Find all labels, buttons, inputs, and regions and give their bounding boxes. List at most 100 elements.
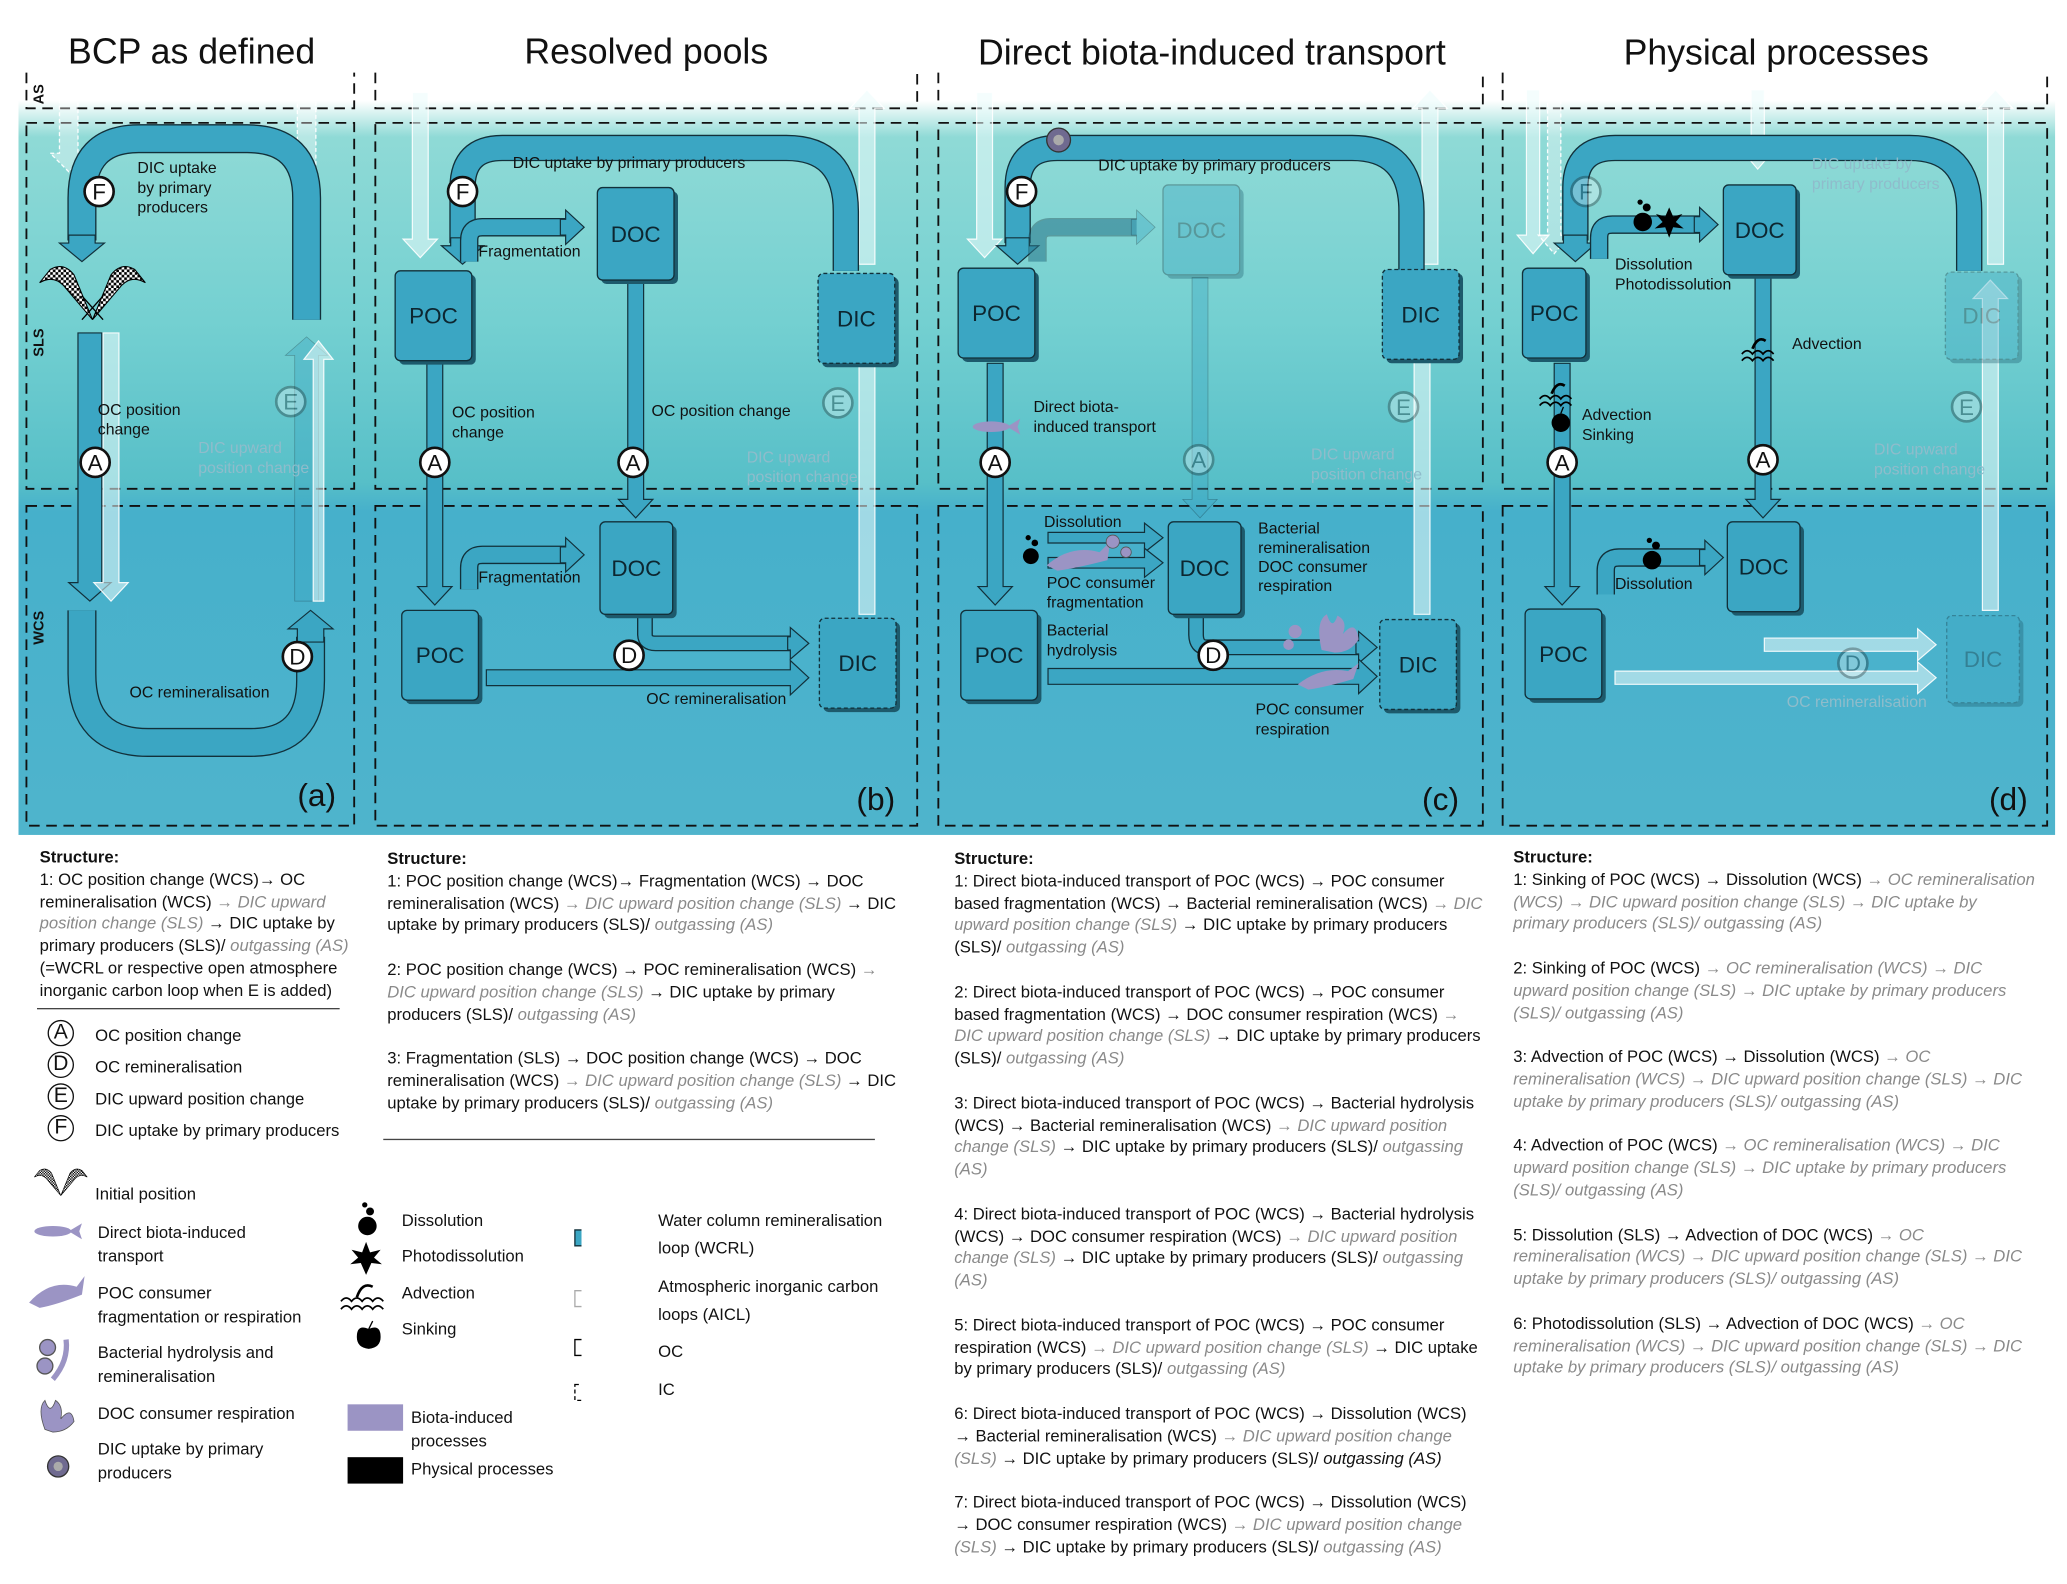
bacteria-icon bbox=[36, 1338, 70, 1381]
fish-icon bbox=[34, 1223, 82, 1240]
advection-icon bbox=[1741, 338, 1775, 363]
label-advection: Advection bbox=[1792, 336, 1862, 353]
dic-pool-box: DIC bbox=[818, 617, 901, 713]
ic-arrow-icon bbox=[574, 1383, 582, 1402]
wcrl-arrow bbox=[286, 609, 335, 643]
legend-label: OC position change bbox=[95, 1026, 242, 1045]
marker-letter: A bbox=[1756, 448, 1771, 473]
structure-segment: → DIC upward position change (SLS) bbox=[387, 960, 878, 1002]
legend-label: Initial position bbox=[95, 1185, 197, 1204]
structure-segment: outgassing (AS) bbox=[954, 1137, 1464, 1179]
structure-item: 3: Advection of POC (WCS) → Dissolution … bbox=[1513, 1047, 2035, 1114]
dic-pool-box: DIC bbox=[817, 272, 899, 368]
poc-pool-box: POC bbox=[1524, 608, 1606, 703]
structure-segment: outgassing (AS) bbox=[1323, 1537, 1442, 1556]
wcrl-arrow bbox=[461, 546, 566, 590]
step-marker-f: F bbox=[83, 175, 115, 208]
legend-label: DOC consumer respiration bbox=[97, 1404, 295, 1423]
structure-segment: → DIC uptake by primary producers (SLS)/ bbox=[39, 914, 335, 956]
surface-layer-frame bbox=[1501, 121, 2049, 490]
label-oc-position-change: OC position change bbox=[652, 403, 791, 420]
pool-label: DIC bbox=[1399, 652, 1438, 677]
structure-segment: → DIC uptake by primary producers (SLS)/ bbox=[387, 982, 835, 1024]
structure-item: 5: Dissolution (SLS) → Advection of DOC … bbox=[1513, 1224, 2035, 1291]
structure-segment: 4: Advection of POC (WCS) bbox=[1513, 1136, 1718, 1156]
structure-segment: → OC remineralisation (WCS) → DIC upward… bbox=[1513, 1314, 2022, 1378]
marker-circle bbox=[1546, 446, 1578, 479]
structure-heading: Structure: bbox=[954, 849, 1034, 868]
step-marker-a: A bbox=[617, 446, 649, 479]
structure-segment: → DIC uptake by primary producers (SLS)/ bbox=[996, 1448, 1324, 1468]
structure-segment: outgassing (AS) bbox=[654, 916, 773, 935]
structure-d: Structure:1: Sinking of POC (WCS) → Diss… bbox=[1513, 847, 2035, 1402]
label-oc-remineralisation: OC remineralisation bbox=[130, 685, 270, 702]
bacteria-icon bbox=[1105, 534, 1302, 650]
pool-label: DOC bbox=[611, 222, 661, 247]
structure-segment: → OC remineralisation (WCS) → DIC upward… bbox=[1513, 959, 2007, 1022]
wcrl-arrow bbox=[638, 615, 793, 650]
structure-segment: 4: Direct biota-induced transport of POC… bbox=[954, 1204, 1475, 1246]
marker-circle bbox=[1387, 391, 1420, 423]
step-marker-d: D bbox=[1837, 647, 1869, 680]
marker-letter: F bbox=[1579, 179, 1593, 204]
label-oc-remineralisation: OC remineralisation bbox=[646, 691, 786, 708]
structure-segment: → DIC uptake by primary producers (SLS)/ bbox=[1055, 1137, 1383, 1157]
structure-segment: 3: Advection of POC (WCS) → Dissolution … bbox=[1513, 1047, 1880, 1067]
panel-d-title: Physical processes bbox=[1624, 33, 1929, 73]
structure-item: 3: Direct biota-induced transport of POC… bbox=[954, 1092, 1483, 1181]
dissolution-icon bbox=[358, 1202, 377, 1236]
advection-icon bbox=[340, 1284, 384, 1311]
physical-swatch bbox=[347, 1457, 404, 1484]
pool-label: DOC bbox=[1180, 556, 1230, 581]
step-marker-a: A bbox=[79, 446, 112, 479]
primary-producer-icon bbox=[1046, 127, 1072, 153]
label-fragmentation: Fragmentation bbox=[478, 243, 580, 260]
marker-circle bbox=[1005, 175, 1038, 208]
poc-consumer-icon bbox=[29, 1276, 85, 1308]
box-shadow bbox=[1949, 276, 2023, 364]
step-marker-a: A bbox=[979, 446, 1012, 479]
structure-segment: → OC remineralisation (WCS) → DIC upward… bbox=[1513, 870, 2035, 934]
step-marker-f: F bbox=[446, 175, 479, 208]
structure-segment: → DIC upward position change (SLS) bbox=[954, 1515, 1463, 1556]
aicl-arrow bbox=[92, 332, 130, 602]
aicl-arrow-icon bbox=[574, 1290, 582, 1308]
structure-item: 2: Sinking of POC (WCS) → OC remineralis… bbox=[1513, 958, 2035, 1025]
ic-arrow bbox=[1536, 89, 1572, 255]
legend-circle-f: F bbox=[47, 1115, 75, 1142]
marker-circle bbox=[1747, 443, 1779, 476]
marker-letter: D bbox=[1205, 643, 1221, 668]
box-body bbox=[1944, 271, 2019, 360]
legend-circle-d: D bbox=[47, 1051, 75, 1079]
wcrl-arrow bbox=[485, 659, 810, 697]
marker-letter: A bbox=[1555, 450, 1570, 475]
label-dissolution: Dissolution bbox=[1615, 576, 1693, 593]
wcrl-arrow bbox=[57, 234, 107, 263]
pool-label: POC bbox=[1530, 301, 1579, 326]
doc-pool-box: DOC bbox=[1726, 521, 1804, 616]
legend-label: Dissolution bbox=[401, 1211, 484, 1230]
aicl-arrow bbox=[966, 91, 1004, 259]
marker-circle bbox=[1570, 175, 1602, 208]
checkered-flags-icon bbox=[39, 266, 146, 321]
doc-consumer-icon bbox=[1319, 614, 1359, 653]
legend-label: Sinking bbox=[401, 1319, 457, 1339]
step-marker-a: A bbox=[418, 446, 451, 479]
structure-segment: outgassing (AS) bbox=[1323, 1448, 1442, 1468]
marker-circle bbox=[979, 446, 1012, 479]
aicl-arrow bbox=[302, 339, 335, 602]
pool-label: POC bbox=[972, 301, 1021, 326]
dic-pool-box: DIC bbox=[1946, 614, 2024, 707]
marker-letter: E bbox=[1396, 395, 1411, 420]
label-fragmentation: Fragmentation bbox=[478, 570, 580, 587]
structure-b: Structure:1: POC position change (WCS)→ … bbox=[387, 848, 910, 1136]
